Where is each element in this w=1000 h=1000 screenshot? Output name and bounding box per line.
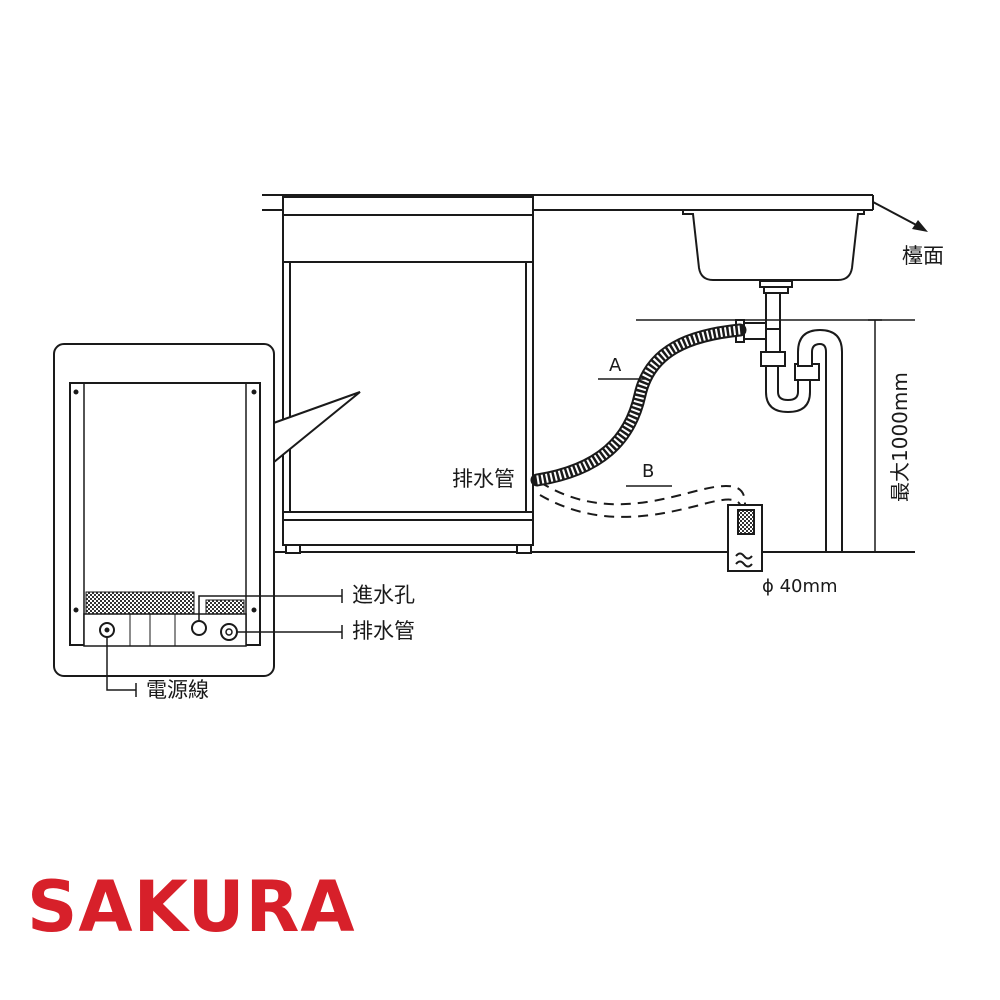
height-reference (636, 319, 915, 553)
countertop-label: 檯面 (902, 244, 944, 268)
route-a-label: A (609, 355, 622, 376)
drain-hose-label: 排水管 (452, 467, 515, 491)
water-inlet-label: 進水孔 (352, 583, 415, 607)
countertop-arrow (872, 201, 928, 232)
inset-rear-view (53, 343, 361, 677)
drain-hose-route-a (530, 323, 747, 487)
dishwasher-body (282, 196, 534, 554)
power-cord-label: 電源線 (146, 678, 209, 702)
route-leaders (598, 378, 672, 487)
max-height-label: 最大1000mm (888, 372, 912, 502)
sink-basin (682, 209, 865, 281)
hose-route-b-inner (539, 494, 743, 518)
floor-drain (727, 504, 763, 572)
drain-hose-route-a-ribs (536, 325, 741, 485)
inset-callouts (106, 589, 343, 697)
pipe-diameter-label: ϕ 40mm (762, 576, 838, 597)
inset-drain-hose-label: 排水管 (352, 619, 415, 643)
hose-route-b (539, 481, 746, 506)
brand-logo: SAKURA (27, 866, 356, 948)
route-b-label: B (642, 461, 655, 482)
